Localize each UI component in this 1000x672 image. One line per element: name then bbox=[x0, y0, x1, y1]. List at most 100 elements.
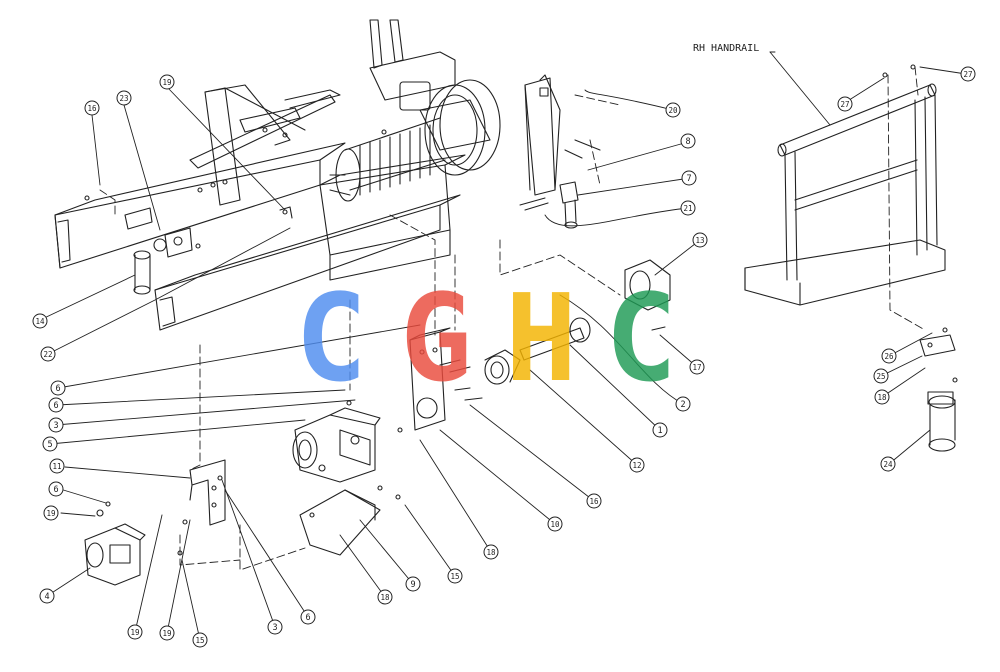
callout-number: 20 bbox=[668, 106, 678, 115]
callout-balloon bbox=[960, 66, 976, 82]
filter-canisters bbox=[919, 334, 956, 452]
callout-number: 23 bbox=[119, 94, 128, 103]
winch-drum bbox=[329, 79, 501, 202]
callout-balloon bbox=[881, 348, 897, 364]
hydraulic-motor bbox=[292, 407, 381, 483]
callout-balloon bbox=[692, 232, 708, 248]
fasteners bbox=[96, 64, 958, 556]
callout-number: 6 bbox=[53, 485, 58, 495]
callout-balloon bbox=[483, 544, 499, 560]
callout-number: 12 bbox=[632, 461, 641, 470]
callout-balloon bbox=[681, 170, 697, 186]
callout-number: 18 bbox=[380, 593, 390, 602]
callout-number: 1 bbox=[657, 426, 662, 436]
callout-balloon bbox=[652, 422, 668, 438]
watermark-letter-4: C bbox=[605, 270, 677, 409]
callout-balloon bbox=[127, 624, 143, 640]
callout-number: 16 bbox=[589, 497, 599, 506]
hydraulic-pump bbox=[84, 523, 146, 586]
callout-balloon bbox=[680, 200, 696, 216]
callout-number: 15 bbox=[195, 636, 204, 645]
callout-number: 3 bbox=[53, 421, 58, 431]
callout-balloon bbox=[629, 457, 645, 473]
callout-number: 17 bbox=[692, 363, 701, 372]
callout-number: 22 bbox=[43, 350, 52, 359]
callout-balloon bbox=[377, 589, 393, 605]
callout-number: 19 bbox=[162, 629, 171, 638]
callout-balloon bbox=[84, 100, 100, 116]
drive-shaft bbox=[484, 317, 591, 385]
hydraulic-motor-right bbox=[624, 259, 671, 311]
callout-number: 6 bbox=[55, 384, 60, 394]
callout-number: 6 bbox=[53, 401, 58, 411]
callout-balloon bbox=[267, 619, 283, 635]
callout-number: 19 bbox=[46, 509, 55, 518]
callout-balloon bbox=[874, 389, 890, 405]
callout-balloon bbox=[405, 576, 421, 592]
callout-balloon bbox=[39, 588, 55, 604]
callout-number: 18 bbox=[877, 393, 887, 402]
callout-balloon bbox=[586, 493, 602, 509]
callout-balloon bbox=[48, 481, 64, 497]
watermark: C G H C bbox=[295, 270, 677, 409]
callout-number: 14 bbox=[35, 317, 45, 326]
callout-balloon bbox=[40, 346, 56, 362]
callout-balloon bbox=[159, 74, 175, 90]
callout-balloon bbox=[116, 90, 132, 106]
callout-number: 24 bbox=[883, 460, 893, 469]
callout-number: 21 bbox=[683, 204, 692, 213]
callout-number: 3 bbox=[272, 623, 277, 633]
callout-balloon bbox=[680, 133, 696, 149]
guard bbox=[299, 489, 381, 556]
handrail-label: RH HANDRAIL bbox=[693, 43, 759, 54]
callout-balloon bbox=[300, 609, 316, 625]
callout-number: 6 bbox=[305, 613, 310, 623]
callout-number: 4 bbox=[44, 592, 49, 602]
callout-number: 5 bbox=[47, 440, 52, 450]
callout-balloon bbox=[50, 380, 66, 396]
callout-balloon bbox=[48, 397, 64, 413]
callout-number: 9 bbox=[410, 580, 415, 590]
callout-number: 19 bbox=[130, 628, 139, 637]
callout-number: 27 bbox=[963, 70, 972, 79]
callout-balloon bbox=[48, 417, 64, 433]
callout-number: 11 bbox=[52, 462, 61, 471]
callout-number: 19 bbox=[162, 78, 171, 87]
leader-lines bbox=[39, 51, 967, 641]
callout-balloon bbox=[192, 632, 208, 648]
callout-number: 13 bbox=[695, 236, 704, 245]
beam-hardware bbox=[124, 206, 293, 295]
watermark-letter-1: C bbox=[295, 270, 367, 409]
callout-number: 16 bbox=[87, 104, 97, 113]
callout-number: 8 bbox=[685, 137, 690, 147]
callout-balloon bbox=[42, 436, 58, 452]
callout-number: 2 bbox=[680, 400, 685, 410]
callout-balloon bbox=[547, 516, 563, 532]
callout-balloon bbox=[49, 458, 65, 474]
callout-group: 1623191422208721131721121610181591863151… bbox=[32, 66, 976, 648]
callout-balloon bbox=[159, 625, 175, 641]
callout-balloon bbox=[689, 359, 705, 375]
callout-number: 15 bbox=[450, 572, 459, 581]
winch-frame-assembly bbox=[54, 19, 561, 331]
callout-number: 27 bbox=[840, 100, 849, 109]
mounting-bracket bbox=[189, 459, 226, 526]
callout-balloon bbox=[675, 396, 691, 412]
callout-number: 7 bbox=[686, 174, 691, 184]
callout-number: 25 bbox=[876, 372, 885, 381]
callout-balloon bbox=[873, 368, 889, 384]
callout-balloon bbox=[32, 313, 48, 329]
watermark-letter-3: H bbox=[505, 270, 577, 409]
watermark-letter-2: G bbox=[400, 270, 472, 409]
callout-number: 26 bbox=[884, 352, 894, 361]
callout-balloon bbox=[837, 96, 853, 112]
callout-balloon bbox=[665, 102, 681, 118]
adapter-plate bbox=[409, 327, 451, 431]
rh-handrail bbox=[744, 83, 946, 306]
callout-balloon bbox=[43, 505, 59, 521]
assembly-lines bbox=[99, 66, 926, 571]
callout-number: 18 bbox=[486, 548, 496, 557]
callout-balloon bbox=[880, 456, 896, 472]
